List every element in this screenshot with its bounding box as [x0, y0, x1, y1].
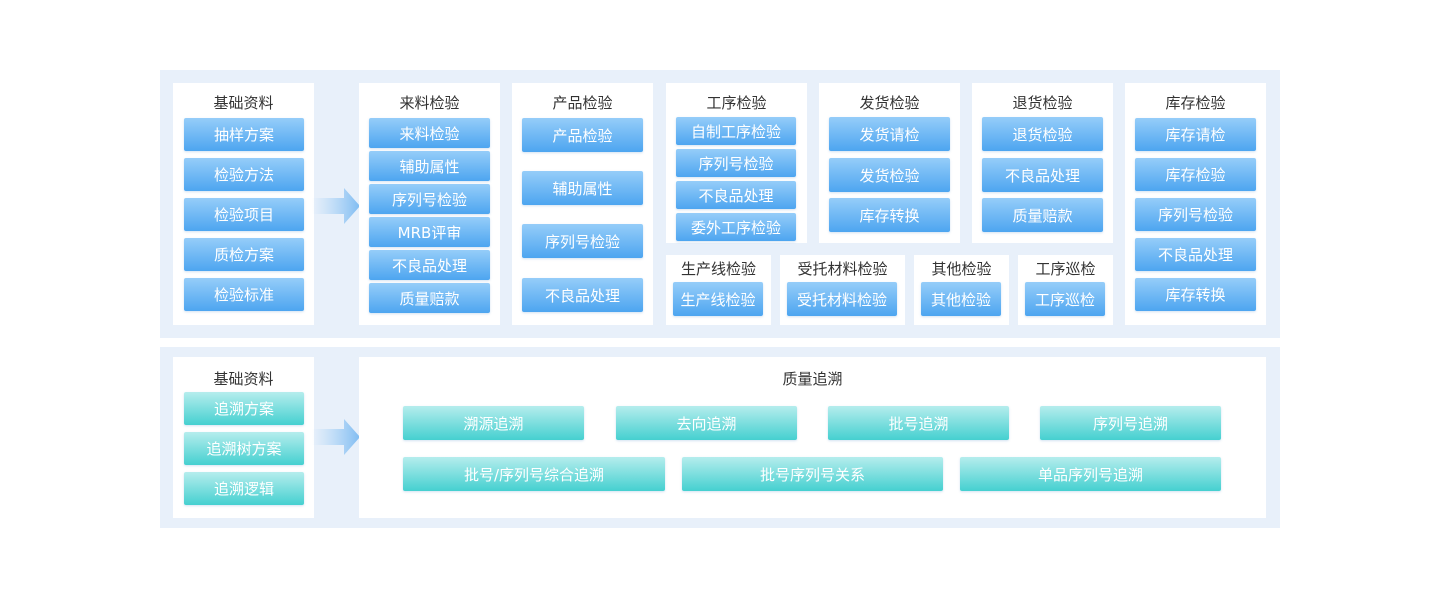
shipping-inspection-button[interactable]: 发货检验: [829, 158, 950, 192]
card-title: 工序巡检: [1035, 260, 1096, 278]
defect-handling-button[interactable]: 不良品处理: [676, 181, 796, 209]
trace-plan-button[interactable]: 追溯方案: [184, 392, 304, 425]
batch-serial-relation-button[interactable]: 批号序列号关系: [682, 457, 943, 491]
card-title: 生产线检验: [680, 260, 756, 278]
defect-handling-button[interactable]: 不良品处理: [522, 278, 643, 312]
quality-compensation-button[interactable]: 质量赔款: [982, 198, 1103, 232]
inspection-standard-button[interactable]: 检验标准: [184, 278, 304, 311]
process-inspection-card: 工序检验 自制工序检验 序列号检验 不良品处理 委外工序检验: [666, 83, 807, 243]
card-title: 其他检验: [931, 260, 992, 278]
batch-serial-combined-trace-button[interactable]: 批号/序列号综合追溯: [403, 457, 665, 491]
defect-handling-button[interactable]: 不良品处理: [982, 158, 1103, 192]
defect-handling-button[interactable]: 不良品处理: [369, 250, 490, 280]
product-inspection-button[interactable]: 产品检验: [522, 118, 643, 152]
card-title: 基础资料: [213, 370, 274, 388]
quality-trace-card: 质量追溯 溯源追溯 去向追溯 批号追溯 序列号追溯 批号/序列号综合追溯 批号序…: [359, 357, 1266, 518]
auxiliary-attribute-button[interactable]: 辅助属性: [522, 171, 643, 205]
serial-inspection-button[interactable]: 序列号检验: [676, 149, 796, 177]
arrow-right-icon: [312, 188, 360, 224]
inspection-method-button[interactable]: 检验方法: [184, 158, 304, 191]
inventory-conversion-button[interactable]: 库存转换: [829, 198, 950, 232]
product-inspection-card: 产品检验 产品检验 辅助属性 序列号检验 不良品处理: [512, 83, 653, 325]
arrow-right-icon: [312, 419, 360, 455]
inventory-inspection-button[interactable]: 库存检验: [1135, 158, 1256, 191]
inventory-inspection-card: 库存检验 库存请检 库存检验 序列号检验 不良品处理 库存转换: [1125, 83, 1266, 325]
card-title: 质量追溯: [782, 370, 843, 388]
other-inspection-card: 其他检验 其他检验: [914, 255, 1009, 325]
card-title: 工序检验: [706, 94, 767, 112]
incoming-inspection-card: 来料检验 来料检验 辅助属性 序列号检验 MRB评审 不良品处理 质量赔款: [359, 83, 500, 325]
card-title: 产品检验: [552, 94, 613, 112]
source-trace-button[interactable]: 溯源追溯: [403, 406, 584, 440]
serial-inspection-button[interactable]: 序列号检验: [369, 184, 490, 214]
defect-handling-button[interactable]: 不良品处理: [1135, 238, 1256, 271]
inspection-basic-card: 基础资料 抽样方案 检验方法 检验项目 质检方案 检验标准: [173, 83, 314, 325]
trace-tree-plan-button[interactable]: 追溯树方案: [184, 432, 304, 465]
trace-logic-button[interactable]: 追溯逻辑: [184, 472, 304, 505]
serial-inspection-button[interactable]: 序列号检验: [522, 224, 643, 258]
inhouse-process-inspection-button[interactable]: 自制工序检验: [676, 117, 796, 145]
auxiliary-attribute-button[interactable]: 辅助属性: [369, 151, 490, 181]
serial-trace-button[interactable]: 序列号追溯: [1040, 406, 1221, 440]
card-title: 库存检验: [1165, 94, 1226, 112]
return-inspection-card: 退货检验 退货检验 不良品处理 质量赔款: [972, 83, 1113, 243]
card-title: 发货检验: [859, 94, 920, 112]
shipping-request-button[interactable]: 发货请检: [829, 117, 950, 151]
mrb-review-button[interactable]: MRB评审: [369, 217, 490, 247]
inspection-panel: 基础资料 抽样方案 检验方法 检验项目 质检方案 检验标准 来料检验 来料检验 …: [160, 70, 1280, 338]
production-line-inspection-button[interactable]: 生产线检验: [673, 282, 763, 316]
card-title: 受托材料检验: [797, 260, 888, 278]
trace-basic-card: 基础资料 追溯方案 追溯树方案 追溯逻辑: [173, 357, 314, 518]
process-patrol-button[interactable]: 工序巡检: [1025, 282, 1105, 316]
card-title: 基础资料: [213, 94, 274, 112]
entrusted-material-inspection-button[interactable]: 受托材料检验: [787, 282, 897, 316]
quality-compensation-button[interactable]: 质量赔款: [369, 283, 490, 313]
inventory-request-button[interactable]: 库存请检: [1135, 118, 1256, 151]
return-inspection-button[interactable]: 退货检验: [982, 117, 1103, 151]
entrusted-material-card: 受托材料检验 受托材料检验: [780, 255, 905, 325]
inspection-item-button[interactable]: 检验项目: [184, 198, 304, 231]
card-title: 退货检验: [1012, 94, 1073, 112]
destination-trace-button[interactable]: 去向追溯: [616, 406, 797, 440]
process-patrol-card: 工序巡检 工序巡检: [1018, 255, 1113, 325]
single-item-serial-trace-button[interactable]: 单品序列号追溯: [960, 457, 1221, 491]
card-title: 来料检验: [399, 94, 460, 112]
shipping-inspection-card: 发货检验 发货请检 发货检验 库存转换: [819, 83, 960, 243]
qc-plan-button[interactable]: 质检方案: [184, 238, 304, 271]
inventory-conversion-button[interactable]: 库存转换: [1135, 278, 1256, 311]
serial-inspection-button[interactable]: 序列号检验: [1135, 198, 1256, 231]
sampling-plan-button[interactable]: 抽样方案: [184, 118, 304, 151]
outsourced-process-inspection-button[interactable]: 委外工序检验: [676, 213, 796, 241]
incoming-inspection-button[interactable]: 来料检验: [369, 118, 490, 148]
trace-panel: 基础资料 追溯方案 追溯树方案 追溯逻辑 质量追溯 溯源追溯 去向追溯 批号追溯…: [160, 347, 1280, 528]
other-inspection-button[interactable]: 其他检验: [921, 282, 1001, 316]
batch-trace-button[interactable]: 批号追溯: [828, 406, 1009, 440]
production-line-card: 生产线检验 生产线检验: [666, 255, 771, 325]
